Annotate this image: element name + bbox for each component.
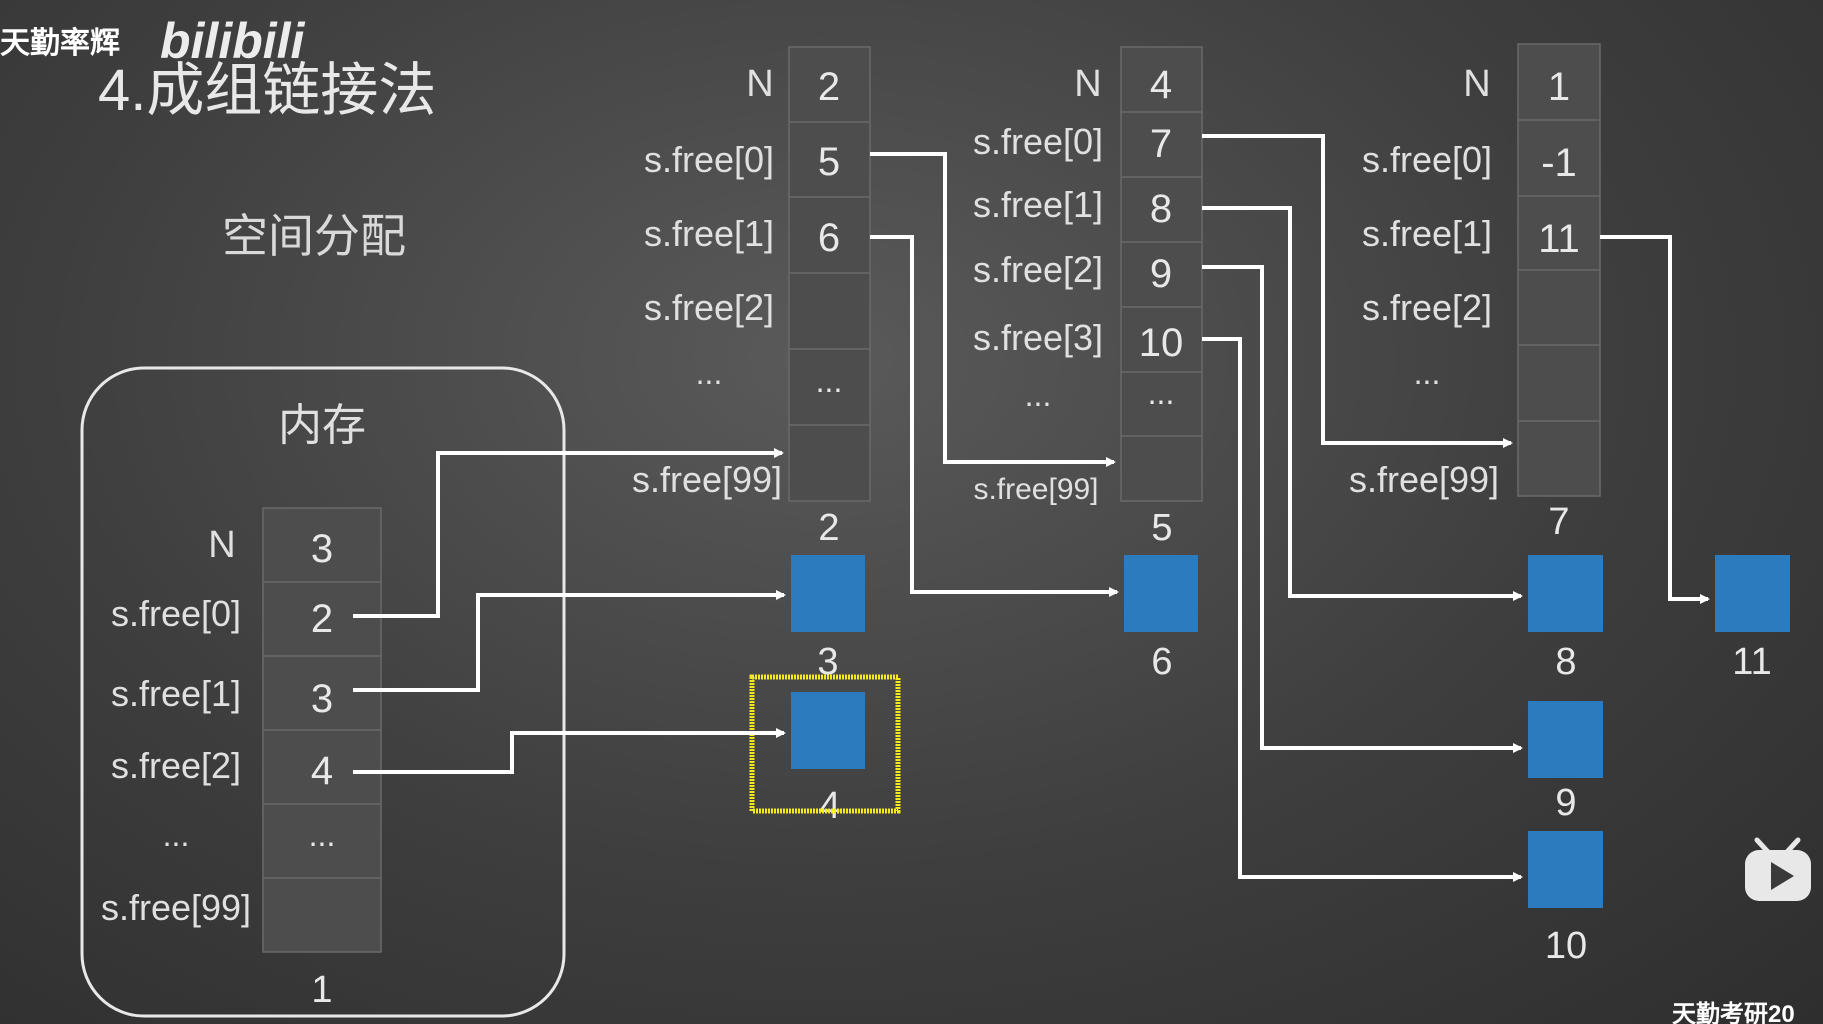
free-block-label: 10 <box>1545 925 1587 967</box>
bilibili-tv-icon <box>1745 837 1811 901</box>
group-table-block-2: N s.free[0] s.free[1] s.free[2] ... s.fr… <box>632 46 871 502</box>
group-row-value: 1 <box>1548 65 1570 109</box>
pointer-arrow <box>353 448 784 618</box>
free-block-label: 6 <box>1151 641 1172 683</box>
free-block-label: 9 <box>1555 782 1576 824</box>
group-row-value: 10 <box>1139 321 1184 365</box>
watermark-footer: 天勤考研20 <box>1672 1001 1795 1024</box>
section-subtitle: 空间分配 <box>222 210 406 262</box>
group-row-label: s.free[3] <box>973 317 1103 358</box>
group-row-value: 11 <box>1538 217 1580 261</box>
group-row-value: 2 <box>818 65 840 109</box>
group-row-value: ... <box>1148 375 1175 411</box>
group-row-value: 7 <box>1150 122 1172 166</box>
group-row-label: s.free[99] <box>973 473 1098 506</box>
group-table-block-7: N s.free[0] s.free[1] s.free[2] ... s.fr… <box>1349 43 1601 500</box>
free-block-label: 8 <box>1555 641 1576 683</box>
group-block-id: 5 <box>1151 507 1172 549</box>
memory-row-label: N <box>208 524 235 566</box>
group-block-id: 7 <box>1548 501 1569 543</box>
pointer-arrow <box>1202 337 1523 882</box>
memory-row-label: s.free[2] <box>111 745 241 786</box>
group-row-label: ... <box>696 355 723 391</box>
watermark-author: 天勤率辉 <box>0 27 120 60</box>
memory-row-value: ... <box>309 817 336 853</box>
group-block-id: 2 <box>818 507 839 549</box>
memory-row-value: 4 <box>311 749 333 793</box>
free-block-9 <box>1528 701 1603 778</box>
memory-row-label: s.free[99] <box>101 887 251 928</box>
free-block-label: 4 <box>819 785 840 827</box>
free-block-3 <box>791 555 865 632</box>
group-row-label: s.free[0] <box>1362 139 1492 180</box>
free-block-8 <box>1528 555 1603 632</box>
memory-label: 内存 <box>278 401 366 450</box>
memory-row-label: ... <box>163 817 190 853</box>
group-row-value: -1 <box>1541 141 1577 185</box>
group-row-label: s.free[0] <box>644 139 774 180</box>
group-row-label: s.free[99] <box>632 459 782 500</box>
free-block-label: 11 <box>1732 641 1771 683</box>
pointer-arrow <box>353 590 786 692</box>
highlight-box <box>749 674 901 814</box>
group-row-label: s.free[2] <box>644 287 774 328</box>
memory-table: N s.free[0] s.free[1] s.free[2] ... s.fr… <box>101 507 382 953</box>
pointer-arrow <box>353 728 786 774</box>
memory-row-label: s.free[0] <box>111 593 241 634</box>
bilibili-logo: bilibili <box>160 13 306 69</box>
group-table-block-5: N s.free[0] s.free[1] s.free[2] s.free[3… <box>973 46 1203 506</box>
group-row-label: ... <box>1414 355 1441 391</box>
memory-row-value: 3 <box>311 527 333 571</box>
group-row-label: N <box>1074 63 1101 105</box>
group-row-value: 9 <box>1150 252 1172 296</box>
free-block-4 <box>791 692 865 769</box>
free-block-10 <box>1528 831 1603 908</box>
pointer-arrow <box>1202 134 1513 448</box>
memory-container <box>80 366 566 1018</box>
group-row-label: ... <box>1025 377 1052 413</box>
pointer-arrow <box>870 152 1116 467</box>
group-row-label: s.free[0] <box>973 121 1103 162</box>
free-block-label: 3 <box>817 641 838 683</box>
memory-block-id: 1 <box>311 969 332 1011</box>
group-row-label: s.free[2] <box>1362 287 1492 328</box>
group-row-label: s.free[2] <box>973 249 1103 290</box>
free-block-11 <box>1715 555 1790 632</box>
pointer-arrow <box>1202 206 1523 601</box>
memory-row-value: 3 <box>311 677 333 721</box>
group-row-label: N <box>1463 63 1490 105</box>
group-row-label: s.free[99] <box>1349 459 1499 500</box>
group-row-label: N <box>746 63 773 105</box>
group-row-label: s.free[1] <box>973 184 1103 225</box>
group-row-label: s.free[1] <box>1362 213 1492 254</box>
free-block-6 <box>1124 555 1198 632</box>
group-row-value: ... <box>816 363 843 399</box>
group-row-value: 6 <box>818 216 840 260</box>
memory-row-label: s.free[1] <box>111 673 241 714</box>
page-title: 4.成组链接法 <box>98 58 436 123</box>
memory-row-value: 2 <box>311 597 333 641</box>
group-row-label: s.free[1] <box>644 213 774 254</box>
group-row-value: 8 <box>1150 187 1172 231</box>
pointer-arrow <box>1600 235 1710 604</box>
group-row-value: 5 <box>818 140 840 184</box>
pointer-arrow <box>1202 265 1523 753</box>
group-row-value: 4 <box>1150 63 1172 107</box>
pointer-arrow <box>870 235 1119 597</box>
